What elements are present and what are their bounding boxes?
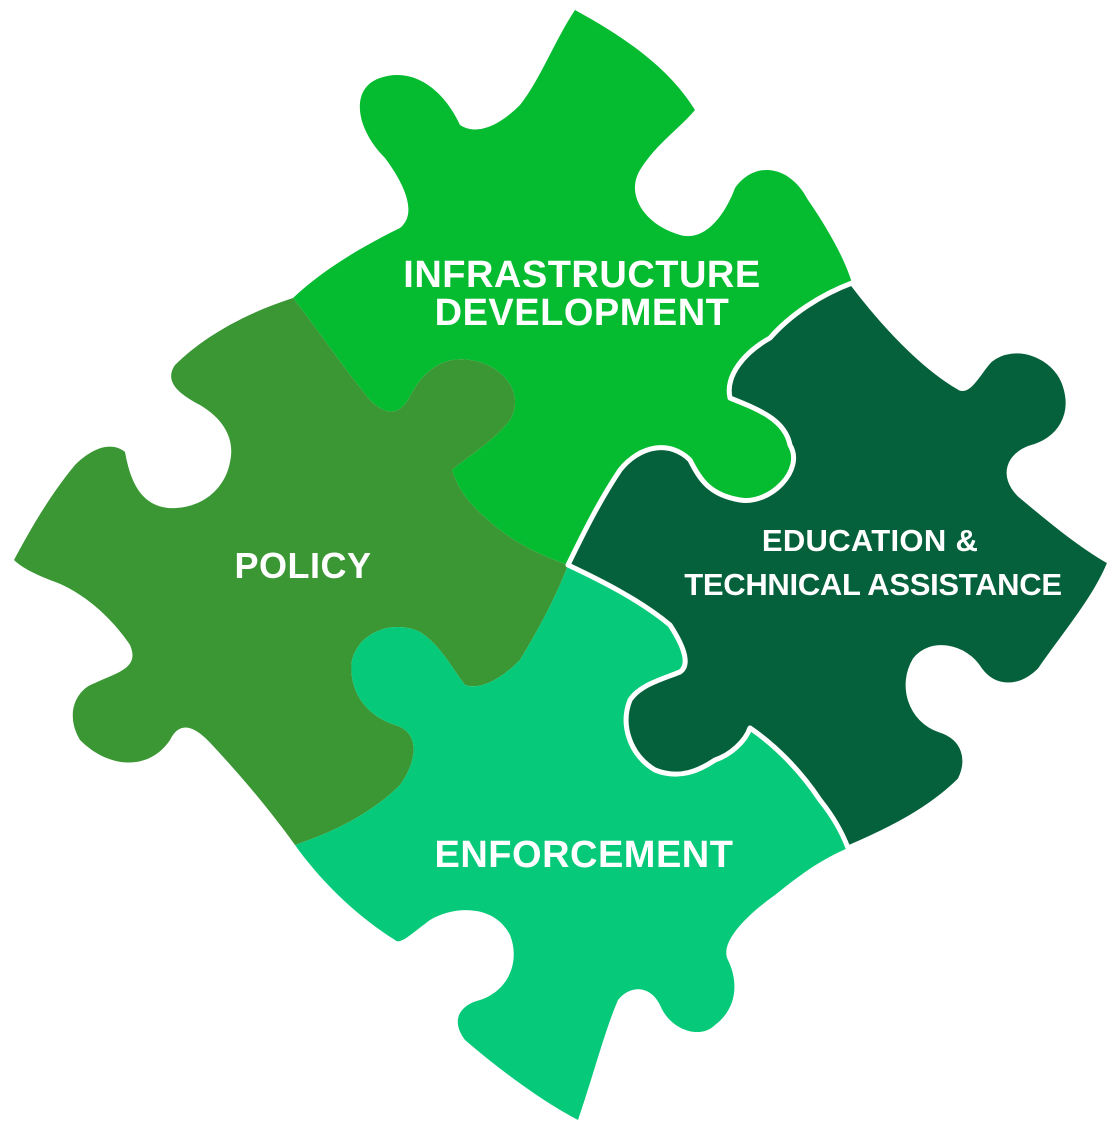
infrastructure-development-piece: [293, 10, 852, 565]
policy-label: POLICY: [234, 545, 371, 586]
education-label-line1: EDUCATION &: [762, 523, 978, 558]
infrastructure-label-line1: INFRASTRUCTURE: [403, 254, 760, 296]
education-label-line2: TECHNICAL ASSISTANCE: [684, 567, 1062, 602]
enforcement-piece: [295, 565, 848, 1120]
enforcement-label: ENFORCEMENT: [435, 834, 734, 876]
education-technical-assistance-piece: [565, 280, 1113, 851]
policy-piece: [14, 298, 568, 845]
infrastructure-label-line2: DEVELOPMENT: [435, 292, 730, 334]
